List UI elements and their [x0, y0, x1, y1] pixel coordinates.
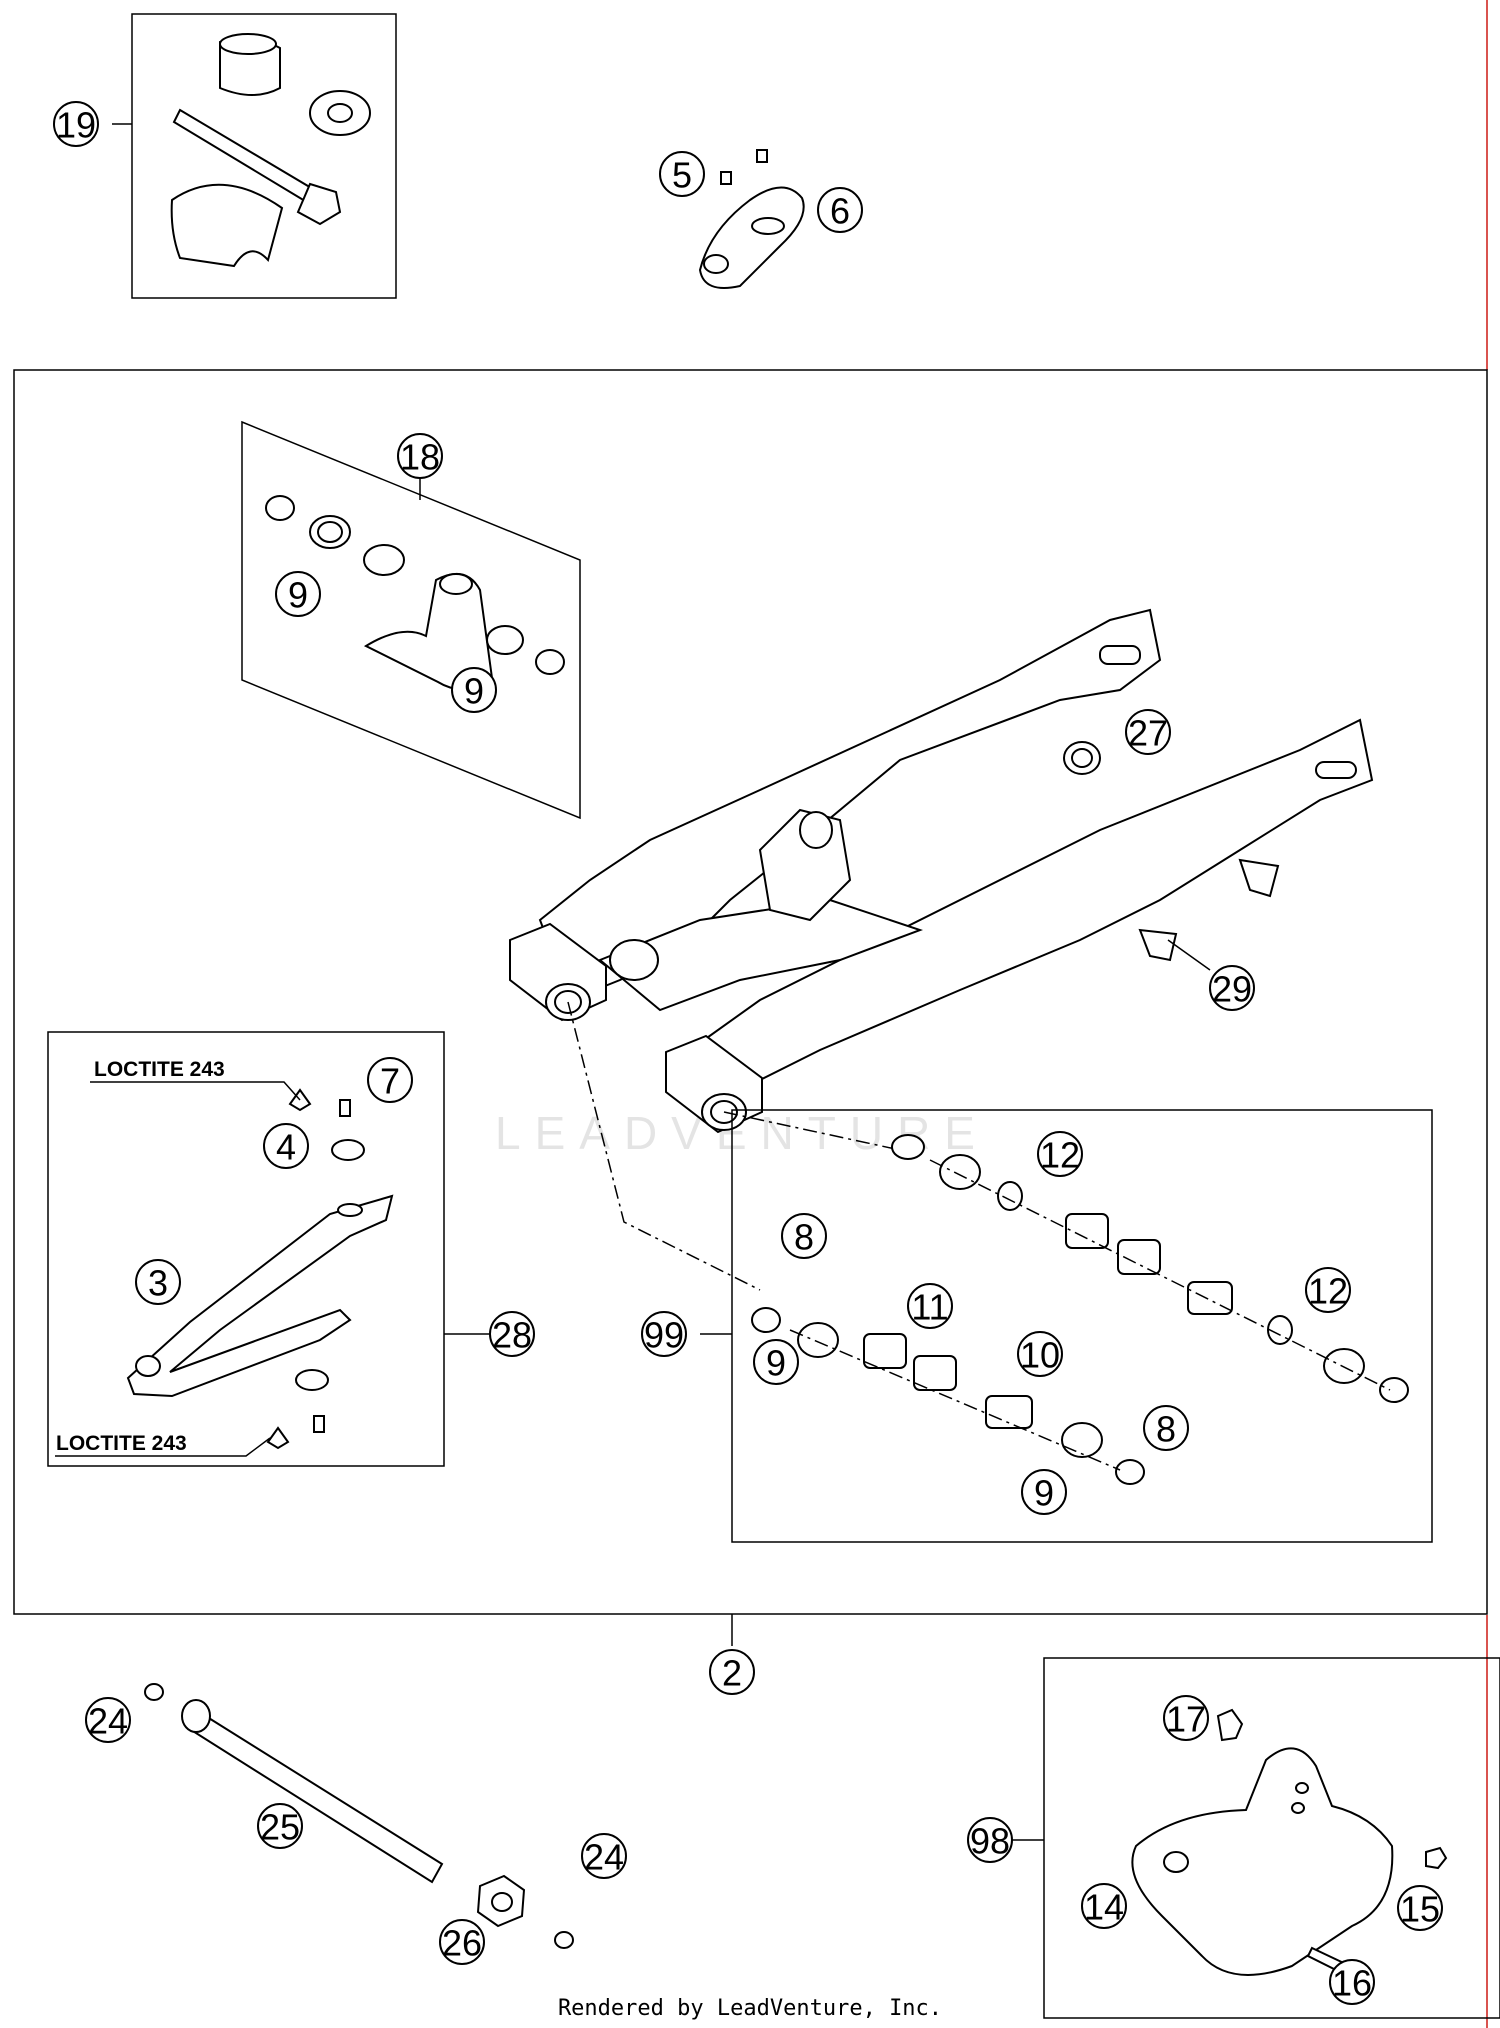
- callout-label: 9: [766, 1343, 786, 1384]
- callout-label: 28: [492, 1315, 532, 1356]
- part-27: [1063, 741, 1101, 775]
- callout-2: 2: [709, 1649, 755, 1695]
- callout-label: 17: [1166, 1699, 1206, 1740]
- pivot-axle-group: [144, 1683, 574, 1949]
- callout-19: 19: [53, 101, 99, 147]
- parts-5-6: [698, 149, 805, 289]
- callout-label: 14: [1084, 1887, 1124, 1928]
- callout-4: 4: [263, 1123, 309, 1169]
- callout-8-lower: 8: [1143, 1405, 1189, 1451]
- callout-label: 8: [794, 1217, 814, 1258]
- callout-26: 26: [439, 1919, 485, 1965]
- callout-14: 14: [1081, 1883, 1127, 1929]
- callout-9-kit99-left: 9: [753, 1339, 799, 1385]
- callout-24-left: 24: [85, 1697, 131, 1743]
- callout-9-kit18-left: 9: [275, 571, 321, 617]
- callout-18: 18: [397, 433, 443, 479]
- callout-8-upper: 8: [781, 1213, 827, 1259]
- callout-label: 9: [288, 575, 308, 616]
- callout-12-upper: 12: [1037, 1131, 1083, 1177]
- callout-label: 27: [1128, 713, 1168, 754]
- callout-12-lower: 12: [1305, 1267, 1351, 1313]
- callout-29: 29: [1209, 965, 1255, 1011]
- callout-label: 99: [644, 1315, 684, 1356]
- loctite-note-bottom: LOCTITE 243: [56, 1432, 187, 1455]
- callout-label: 5: [672, 155, 692, 196]
- callout-24-right: 24: [581, 1833, 627, 1879]
- callout-28: 28: [489, 1311, 535, 1357]
- callout-label: 9: [464, 671, 484, 712]
- callout-25: 25: [257, 1803, 303, 1849]
- callout-label: 4: [276, 1127, 296, 1168]
- callout-16: 16: [1329, 1959, 1375, 2005]
- callout-label: 18: [400, 437, 440, 478]
- callout-label: 8: [1156, 1409, 1176, 1450]
- callout-6: 6: [817, 187, 863, 233]
- footer-credit: Rendered by LeadVenture, Inc.: [557, 1996, 943, 2021]
- callout-11: 11: [907, 1283, 953, 1329]
- callout-99: 99: [641, 1311, 687, 1357]
- callout-5: 5: [659, 151, 705, 197]
- callout-label: 29: [1212, 969, 1252, 1010]
- callout-label: 15: [1400, 1889, 1440, 1930]
- callout-7: 7: [367, 1057, 413, 1103]
- callout-17: 17: [1163, 1695, 1209, 1741]
- callout-label: 3: [148, 1263, 168, 1304]
- callout-label: 7: [380, 1061, 400, 1102]
- callout-10: 10: [1017, 1331, 1063, 1377]
- callout-label: 9: [1034, 1473, 1054, 1514]
- callout-15: 15: [1397, 1885, 1443, 1931]
- kit-28-box: [47, 1031, 490, 1467]
- kit-98-box: [1012, 1657, 1500, 2019]
- callout-label: 24: [88, 1701, 128, 1742]
- callout-label: 2: [722, 1653, 742, 1694]
- callout-label: 98: [970, 1821, 1010, 1862]
- loctite-note-top: LOCTITE 243: [94, 1058, 225, 1081]
- callout-label: 26: [442, 1923, 482, 1964]
- swingarm: [509, 608, 1374, 1291]
- callout-3: 3: [135, 1259, 181, 1305]
- kit-19-box: [112, 13, 397, 299]
- callout-label: 24: [584, 1837, 624, 1878]
- callout-label: 10: [1020, 1335, 1060, 1376]
- callout-98: 98: [967, 1817, 1013, 1863]
- callout-label: 19: [56, 105, 96, 146]
- callout-label: 12: [1040, 1135, 1080, 1176]
- swingarm-assembly-frame: [13, 369, 1488, 1615]
- kit-18-box: [241, 420, 581, 820]
- callout-label: 25: [260, 1807, 300, 1848]
- callout-label: 11: [911, 1287, 948, 1328]
- callout-9-kit18-right: 9: [451, 667, 497, 713]
- callout-27: 27: [1125, 709, 1171, 755]
- callout-label: 16: [1332, 1963, 1372, 2004]
- callout-label: 12: [1308, 1271, 1348, 1312]
- callout-9-kit99-right: 9: [1021, 1469, 1067, 1515]
- callout-label: 6: [830, 191, 850, 232]
- kit-99-box: [700, 1109, 1433, 1543]
- leader-29: [1167, 939, 1211, 971]
